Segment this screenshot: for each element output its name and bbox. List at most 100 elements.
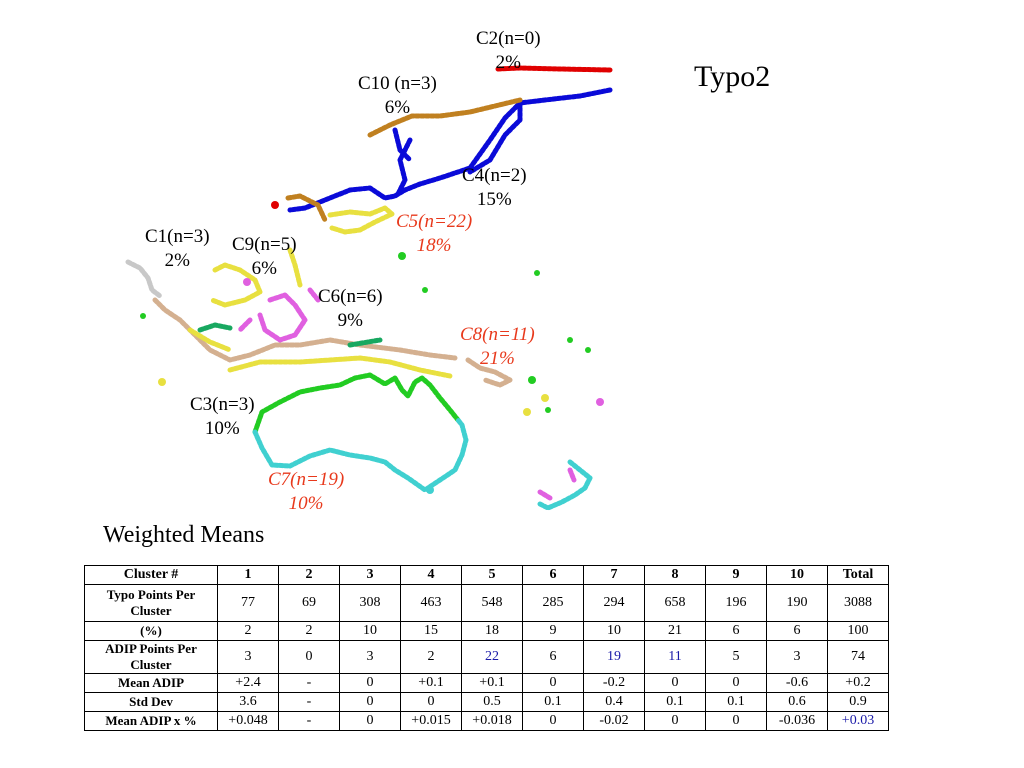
table-cell: 100: [827, 621, 889, 641]
label-c6-pct: 9%: [337, 310, 363, 331]
table-header-cell: Cluster #: [84, 565, 218, 585]
table-cell: 0: [522, 711, 584, 731]
cluster-c7-points: [252, 417, 469, 493]
table-row-label: (%): [84, 621, 218, 641]
table-cell: 10: [583, 621, 645, 641]
table-cell: 0: [705, 673, 767, 693]
label-c3-pct: 10%: [204, 418, 240, 439]
label-c8: C8(n=11) 21%: [460, 323, 535, 371]
table-cell: 5: [705, 640, 767, 674]
cluster-c10-points-b: [285, 193, 328, 223]
label-c2: C2(n=0) 2%: [476, 27, 541, 75]
cluster-c8-points: [152, 297, 458, 363]
table-cell: 3088: [827, 584, 889, 622]
label-c5: C5(n=22) 18%: [396, 210, 472, 258]
table-cell: 11: [644, 640, 706, 674]
table-cell: 0.1: [644, 692, 706, 712]
table-header-cell: 7: [583, 565, 645, 585]
table-cell: 2: [278, 621, 340, 641]
table-cell: -: [278, 711, 340, 731]
label-c4: C4(n=2) 15%: [462, 164, 527, 212]
table-cell: 6: [705, 621, 767, 641]
table-cell: 0.5: [461, 692, 523, 712]
label-c1-pct: 2%: [164, 250, 190, 271]
table-header-cell: 4: [400, 565, 462, 585]
label-c10-pct: 6%: [384, 97, 411, 118]
label-c7-pct: 10%: [288, 493, 324, 514]
table-cell: 285: [522, 584, 584, 622]
table-cell: 0: [644, 711, 706, 731]
table-row-label: Mean ADIP: [84, 673, 218, 693]
table-cell: 74: [827, 640, 889, 674]
label-c2-name: C2(n=0): [476, 28, 541, 49]
cluster-nz-points-b: [537, 467, 577, 501]
table-cell: -0.2: [583, 673, 645, 693]
table-cell: -0.036: [766, 711, 828, 731]
label-c6: C6(n=6) 9%: [318, 285, 383, 333]
cluster-c3-points: [252, 372, 461, 435]
table-cell: 658: [644, 584, 706, 622]
table-header-cell: 10: [766, 565, 828, 585]
table-cell: 463: [400, 584, 462, 622]
cluster-c6-points: [237, 287, 321, 343]
cluster-c9-points: [197, 322, 383, 348]
cluster-nz-points: [537, 459, 593, 511]
label-c10-name: C10 (n=3): [358, 73, 437, 94]
table-cell: 0: [400, 692, 462, 712]
table-cell: 77: [217, 584, 279, 622]
table-cell: 0.1: [522, 692, 584, 712]
table-cell: 0: [339, 673, 401, 693]
label-c7: C7(n=19) 10%: [268, 468, 344, 516]
label-c3: C3(n=3) 10%: [190, 393, 255, 441]
table-cell: 308: [339, 584, 401, 622]
table-cell: 69: [278, 584, 340, 622]
table-cell: 0: [644, 673, 706, 693]
label-c2-pct: 2%: [495, 52, 521, 73]
table-cell: +0.1: [400, 673, 462, 693]
table-header-cell: 9: [705, 565, 767, 585]
table-cell: 9: [522, 621, 584, 641]
table-cell: -0.6: [766, 673, 828, 693]
label-c7-name: C7(n=19): [268, 469, 345, 490]
table-cell: 10: [339, 621, 401, 641]
label-c8-pct: 21%: [479, 348, 515, 369]
cluster-c5-points-b: [187, 247, 303, 353]
table-cell: 190: [766, 584, 828, 622]
table-cell: 21: [644, 621, 706, 641]
table-cell: 0: [705, 711, 767, 731]
label-c9-name: C9(n=5): [232, 234, 297, 255]
table-header-cell: 1: [217, 565, 279, 585]
table-cell: 3: [339, 640, 401, 674]
table-cell: 18: [461, 621, 523, 641]
label-c5-name: C5(n=22): [396, 211, 473, 232]
cluster-c2-points: [495, 65, 613, 73]
table-cell: 6: [522, 640, 584, 674]
table-cell: 3.6: [217, 692, 279, 712]
cluster-c4-points: [287, 87, 613, 213]
label-c9: C9(n=5) 6%: [232, 233, 297, 281]
table-cell: 0: [278, 640, 340, 674]
label-c10: C10 (n=3) 6%: [358, 72, 437, 120]
table-cell: 0.4: [583, 692, 645, 712]
table-cell: -: [278, 692, 340, 712]
table-cell: +0.03: [827, 711, 889, 731]
table-cell: -: [278, 673, 340, 693]
table-cell: 2: [217, 621, 279, 641]
table-row-label: Mean ADIP x %: [84, 711, 218, 731]
label-c1-name: C1(n=3): [145, 226, 210, 247]
table-cell: 0: [522, 673, 584, 693]
cluster-c5-points: [327, 205, 395, 235]
table-cell: +0.2: [827, 673, 889, 693]
label-c6-name: C6(n=6): [318, 286, 383, 307]
label-c9-pct: 6%: [251, 258, 277, 279]
table-cell: -0.02: [583, 711, 645, 731]
cluster-map: [125, 65, 613, 511]
table-cell: 294: [583, 584, 645, 622]
table-cell: 0.9: [827, 692, 889, 712]
